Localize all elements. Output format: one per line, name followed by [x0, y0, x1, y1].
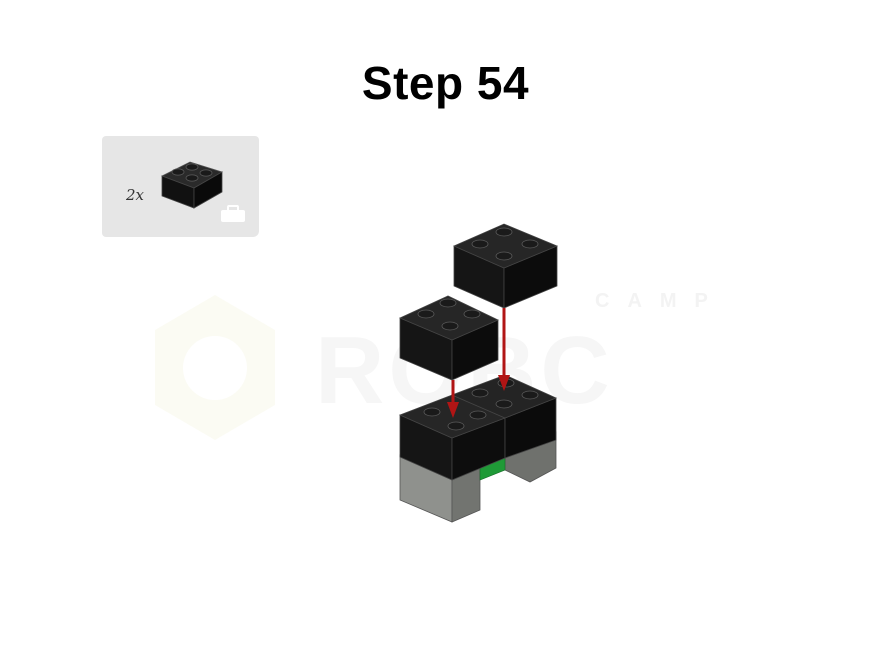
watermark-top-text: CAMP [595, 290, 726, 312]
black-2x2-brick-icon [161, 161, 223, 209]
incoming-black-brick-left [399, 295, 499, 381]
parts-list-box: 2x [102, 136, 259, 237]
lower-black-brick-right [450, 374, 558, 459]
toolbox-icon [221, 205, 245, 222]
assembly-model [398, 223, 559, 523]
watermark-hexagon-icon [155, 295, 275, 440]
incoming-black-brick-right [453, 223, 559, 309]
placement-arrow-left-icon [447, 380, 459, 418]
placement-arrow-right-icon [498, 308, 510, 391]
step-title: Step 54 [361, 57, 530, 109]
part-quantity: 2x [126, 186, 145, 204]
